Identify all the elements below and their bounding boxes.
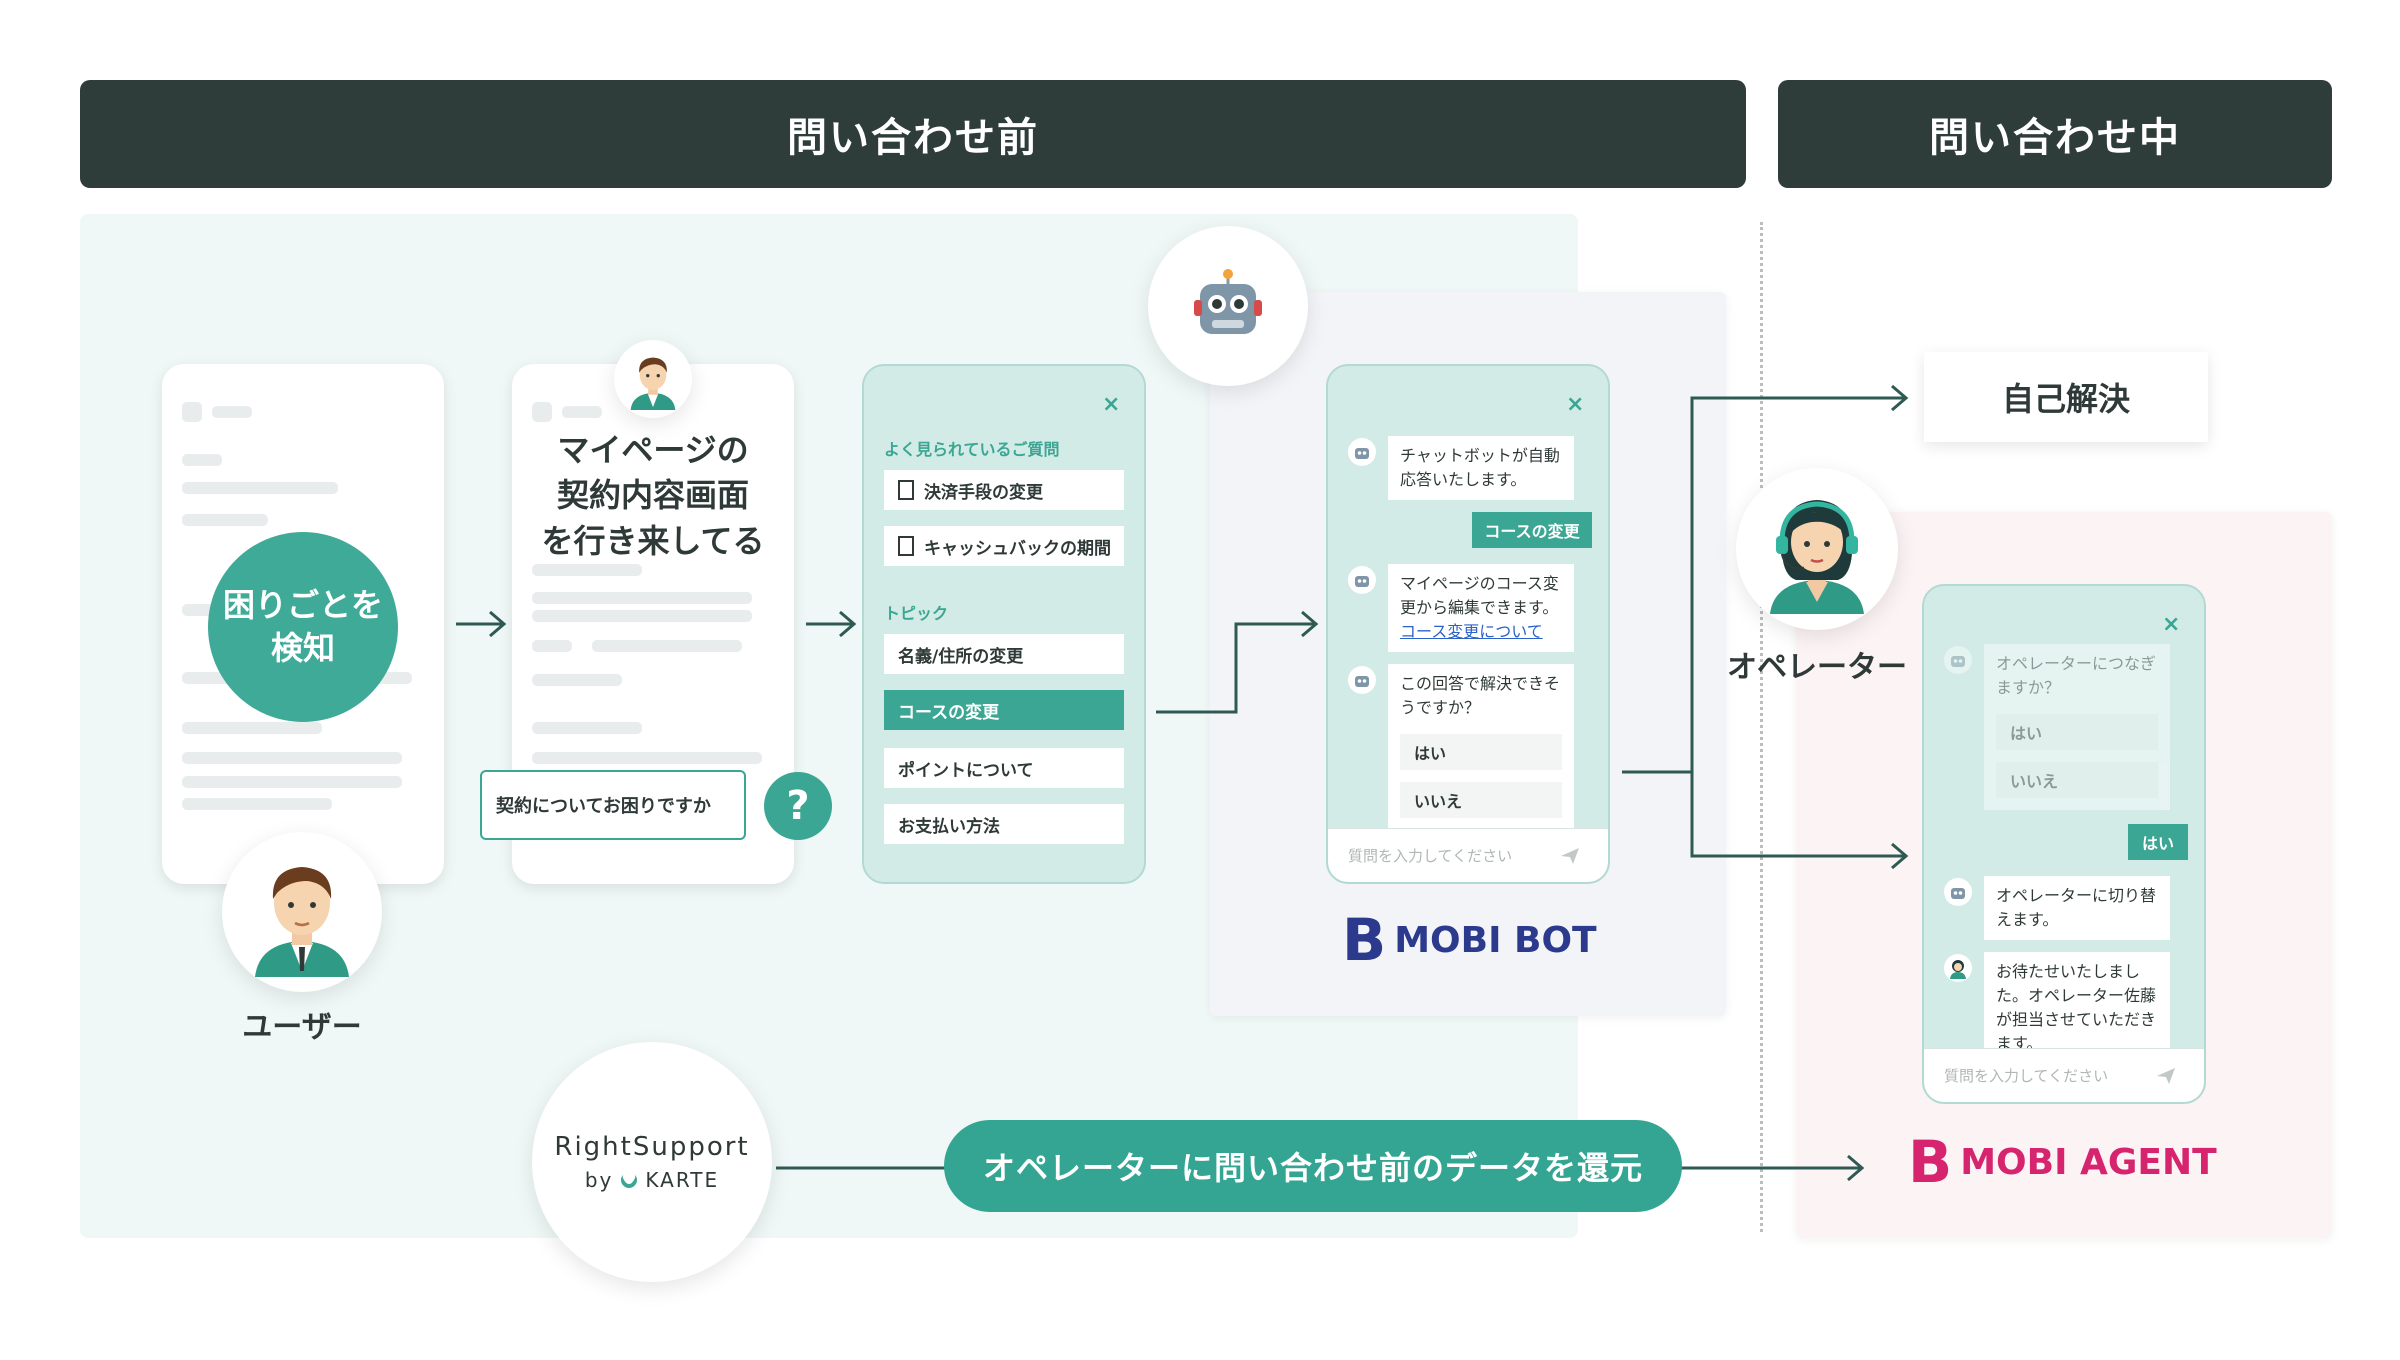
mypage-behavior-text: マイページの 契約内容画面 を行き来してる xyxy=(541,431,765,560)
faq-item-label: 決済手段の変更 xyxy=(924,482,1043,503)
agent-input-placeholder: 質問を入力してください xyxy=(1944,1067,2109,1085)
header-during-inquiry: 問い合わせ中 xyxy=(1778,80,2332,188)
operator-label: オペレーター xyxy=(1727,650,1907,685)
bot-message-2-text: マイページのコース変 更から編集できます。 xyxy=(1400,574,1559,617)
bot-avatar-icon xyxy=(1944,646,1972,674)
operator-message: お待たせいたしまし た。オペレーター佐藤 が担当させていただき ます。 xyxy=(1984,952,2170,1056)
robot-avatar xyxy=(1148,226,1308,386)
agent-bot-message-1: オペレーターにつなぎ ますか？ はい いいえ xyxy=(1984,644,2170,810)
bot-avatar-icon xyxy=(1348,438,1376,466)
user-man-icon xyxy=(255,867,349,977)
rightsupport-name: RightSupport xyxy=(554,1132,750,1162)
phase-divider xyxy=(1760,222,1763,1232)
agent-bot-message-1-text: オペレーターにつなぎ ますか？ xyxy=(1984,644,2170,708)
mobibot-logo-text: MOBI BOT xyxy=(1394,919,1597,961)
faq-close-icon[interactable]: × xyxy=(1102,392,1121,417)
operator-woman-icon xyxy=(1770,500,1864,614)
mobiagent-logo-text: MOBI AGENT xyxy=(1960,1141,2217,1183)
faq-item-payment[interactable]: 決済手段の変更 xyxy=(884,470,1124,510)
question-mark-icon[interactable]: ? xyxy=(764,772,832,840)
bot-message-1: チャットボットが自動 応答いたします。 xyxy=(1388,436,1574,500)
topic-section-label: トピック xyxy=(884,604,949,623)
detect-trouble-text: 困りごとを 検知 xyxy=(222,585,383,667)
chatbot-widget: × チャットボットが自動 応答いたします。 コースの変更 マイページのコース変 … xyxy=(1326,364,1610,884)
mobiagent-logo-mark: B xyxy=(1908,1128,1953,1196)
topic-item-label: コースの変更 xyxy=(898,702,1000,723)
arrow-2 xyxy=(806,610,857,638)
data-return-pill: オペレーターに問い合わせ前のデータを還元 xyxy=(944,1120,1682,1212)
bot-avatar-icon xyxy=(1348,566,1376,594)
choice-yes-button[interactable]: はい xyxy=(1400,734,1562,770)
question-mark-text: ? xyxy=(786,783,810,829)
agent-choice-no[interactable]: いいえ xyxy=(1996,762,2158,798)
rightsupport-by: by xyxy=(584,1168,614,1192)
send-icon[interactable] xyxy=(1560,847,1580,865)
mobibot-logo: B MOBI BOT xyxy=(1342,910,1597,970)
bot-message-3-text: この回答で解決できそ うですか？ xyxy=(1388,664,1574,728)
topic-item-label: 名義/住所の変更 xyxy=(898,646,1024,667)
course-change-link[interactable]: コース変更について xyxy=(1400,622,1543,641)
agent-chat-widget: × オペレーターにつなぎ ますか？ はい いいえ はい オペレーターに切り替 え… xyxy=(1922,584,2206,1104)
data-return-text: オペレーターに問い合わせ前のデータを還元 xyxy=(982,1149,1643,1187)
user-message-course: コースの変更 xyxy=(1472,512,1592,548)
trouble-prompt-popup[interactable]: 契約についてお困りですか xyxy=(480,770,746,840)
operator-avatar xyxy=(1736,468,1898,630)
faq-section-label: よく見られているご質問 xyxy=(884,440,1060,459)
faq-item-label: キャッシュバックの期間 xyxy=(924,538,1111,559)
topic-item-label: お支払い方法 xyxy=(898,816,1000,837)
arrow-1 xyxy=(456,610,507,638)
user-avatar xyxy=(222,832,382,992)
agent-bot-message-2: オペレーターに切り替 えます。 xyxy=(1984,876,2170,940)
choice-no-button[interactable]: いいえ xyxy=(1400,782,1562,818)
detect-trouble-circle: 困りごとを 検知 xyxy=(208,532,398,722)
robot-icon xyxy=(1194,269,1262,334)
mobiagent-logo: B MOBI AGENT xyxy=(1908,1132,2217,1192)
agent-choice-yes[interactable]: はい xyxy=(1996,714,2158,750)
user-label: ユーザー xyxy=(242,1010,362,1045)
bot-message-2: マイページのコース変 更から編集できます。 コース変更について xyxy=(1388,564,1574,652)
rightsupport-by-karte: by KARTE xyxy=(585,1168,719,1192)
branch-arrows xyxy=(1622,384,1909,870)
self-resolve-card: 自己解決 xyxy=(1924,352,2208,442)
arrow-faq-to-bot xyxy=(1156,610,1319,714)
trouble-prompt-text: 契約についてお困りですか xyxy=(496,796,711,817)
faq-widget: × よく見られているご質問 決済手段の変更 キャッシュバックの期間 トピック 名… xyxy=(862,364,1146,884)
rightsupport-logo: RightSupport by KARTE xyxy=(532,1042,772,1282)
agent-chat-input[interactable]: 質問を入力してください xyxy=(1924,1048,2204,1102)
operator-small-icon xyxy=(1944,954,1972,982)
chatbot-input-placeholder: 質問を入力してください xyxy=(1348,847,1513,865)
bot-message-3: この回答で解決できそ うですか？ はい いいえ xyxy=(1388,664,1574,840)
karte-mark-icon xyxy=(618,1168,641,1192)
topic-item-name-address[interactable]: 名義/住所の変更 xyxy=(884,634,1124,674)
agent-close-icon[interactable]: × xyxy=(2162,612,2181,637)
topic-item-payment-method[interactable]: お支払い方法 xyxy=(884,804,1124,844)
document-icon xyxy=(898,480,914,500)
mobibot-logo-mark: B xyxy=(1342,906,1387,974)
topic-item-points[interactable]: ポイントについて xyxy=(884,748,1124,788)
mypage-user-avatar xyxy=(614,340,692,418)
chatbot-close-icon[interactable]: × xyxy=(1566,392,1585,417)
header-before-text: 問い合わせ前 xyxy=(787,115,1039,161)
rightsupport-karte: KARTE xyxy=(645,1168,720,1192)
bot-avatar-icon xyxy=(1348,666,1376,694)
chatbot-input[interactable]: 質問を入力してください xyxy=(1328,828,1608,882)
topic-item-course[interactable]: コースの変更 xyxy=(884,690,1124,730)
user-man-small-icon xyxy=(630,357,676,410)
agent-user-message-yes: はい xyxy=(2128,824,2188,860)
topic-item-label: ポイントについて xyxy=(898,760,1034,781)
document-icon xyxy=(898,536,914,556)
bot-avatar-icon xyxy=(1944,878,1972,906)
faq-item-cashback[interactable]: キャッシュバックの期間 xyxy=(884,526,1124,566)
header-before-inquiry: 問い合わせ前 xyxy=(80,80,1746,188)
header-during-text: 問い合わせ中 xyxy=(1929,115,2181,161)
send-icon[interactable] xyxy=(2156,1067,2176,1085)
